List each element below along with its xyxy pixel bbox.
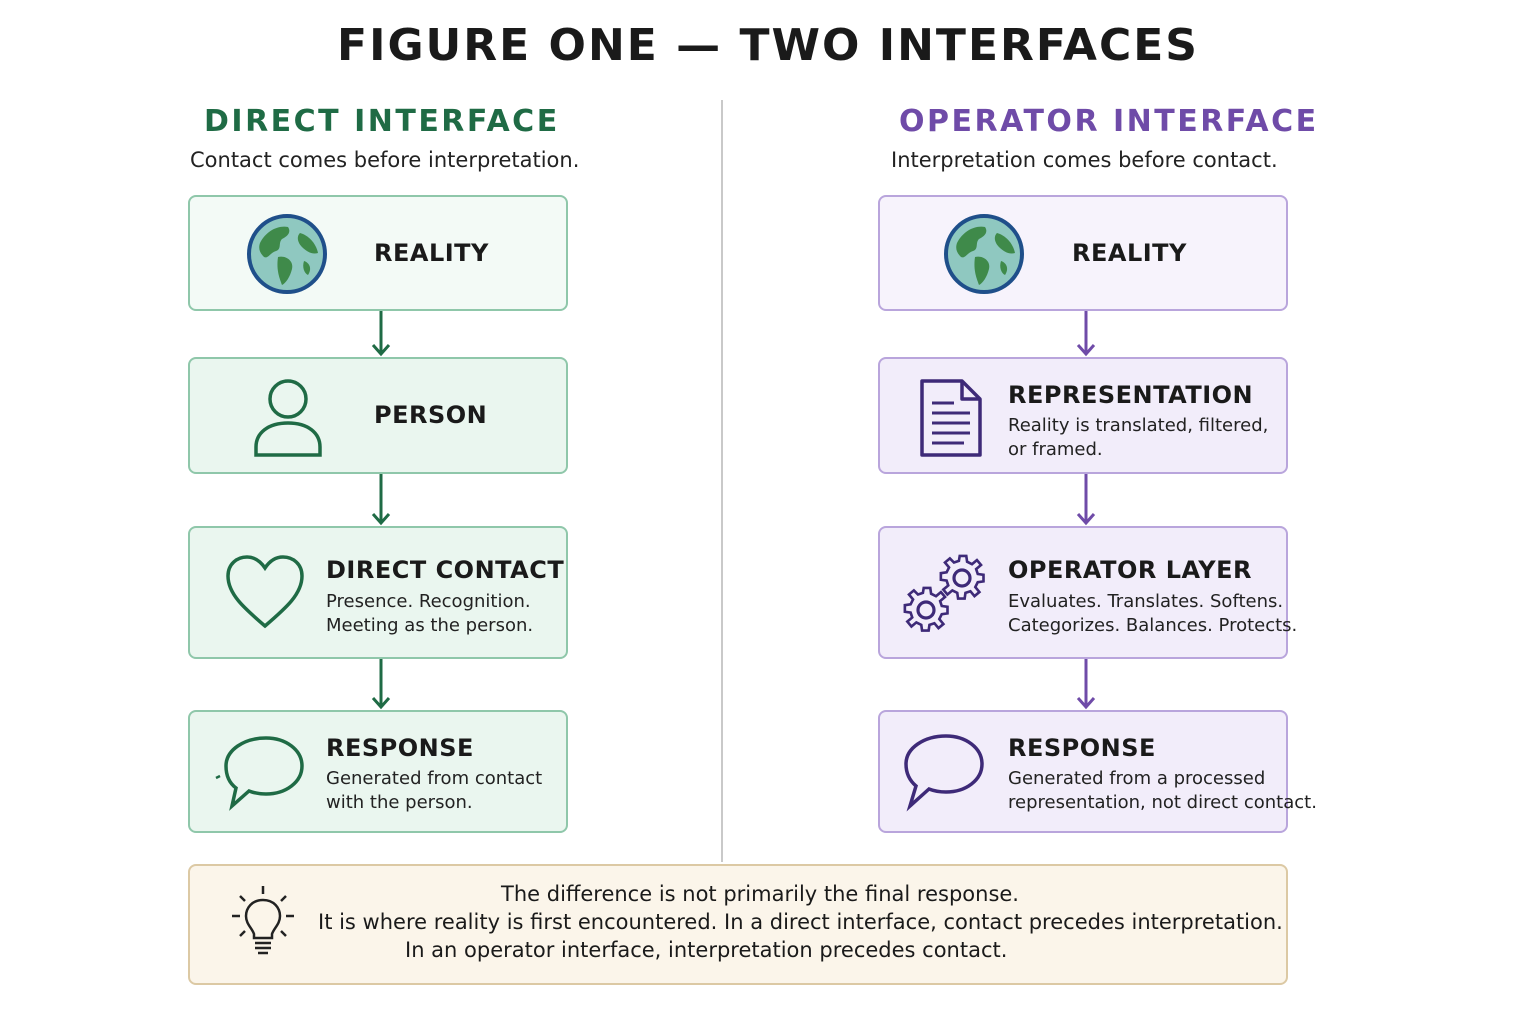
note-line: It is where reality is first encountered… [318,910,1283,934]
direct-contact-box: DIRECT CONTACT Presence. Recognition. Me… [188,526,568,659]
globe-icon [247,214,327,294]
box-label: RESPONSE [1008,734,1156,762]
speech-bubble-icon [904,734,984,812]
document-icon [920,379,982,457]
direct-reality-box: REALITY [188,195,568,311]
box-description-line: or framed. [1008,439,1103,460]
direct-response-box: RESPONSE Generated from contact with the… [188,710,568,833]
box-description-line: Evaluates. Translates. Softens. [1008,591,1284,612]
direct-interface-subtitle: Contact comes before interpretation. [190,148,580,172]
box-label: REPRESENTATION [1008,381,1254,409]
direct-interface-heading: DIRECT INTERFACE [204,104,560,139]
box-label: OPERATOR LAYER [1008,556,1253,584]
flow-arrow [1076,659,1096,710]
box-description-line: with the person. [326,792,473,813]
box-description-line: Generated from contact [326,768,543,789]
box-description-line: Presence. Recognition. [326,591,531,612]
flow-arrow [1076,311,1096,357]
box-description-line: Meeting as the person. [326,615,534,636]
box-description-line: Generated from a processed [1008,768,1266,789]
operator-layer-box: OPERATOR LAYER Evaluates. Translates. So… [878,526,1297,659]
note-line: In an operator interface, interpretation… [405,938,1008,962]
box-label: RESPONSE [326,734,474,762]
figure-title: FIGURE ONE — TWO INTERFACES [337,20,1199,71]
summary-note-box: The difference is not primarily the fina… [188,864,1288,985]
flow-arrow [371,659,391,710]
box-description-line: Reality is translated, filtered, [1008,415,1269,436]
operator-interface-heading: OPERATOR INTERFACE [899,104,1319,139]
operator-response-box: RESPONSE Generated from a processed repr… [878,710,1317,833]
operator-interface-subtitle: Interpretation comes before contact. [891,148,1278,172]
box-label: REALITY [1072,239,1187,267]
operator-representation-box: REPRESENTATION Reality is translated, fi… [878,357,1288,474]
gears-icon [903,554,985,632]
heart-icon [226,555,304,629]
box-label: REALITY [374,239,489,267]
flow-arrow [1076,474,1096,526]
operator-reality-box: REALITY [878,195,1288,311]
box-label: DIRECT CONTACT [326,556,565,584]
flow-arrow [371,474,391,526]
box-description-line: representation, not direct contact. [1008,792,1317,813]
direct-person-box: PERSON [188,357,568,474]
box-label: PERSON [374,401,488,429]
box-description-line: Categorizes. Balances. Protects. [1008,615,1298,636]
lightbulb-icon [232,886,294,955]
note-line: The difference is not primarily the fina… [501,882,1019,906]
person-icon [254,379,322,457]
globe-icon [944,214,1024,294]
column-divider [721,100,723,862]
flow-arrow [371,311,391,357]
speech-bubble-icon [215,736,304,811]
